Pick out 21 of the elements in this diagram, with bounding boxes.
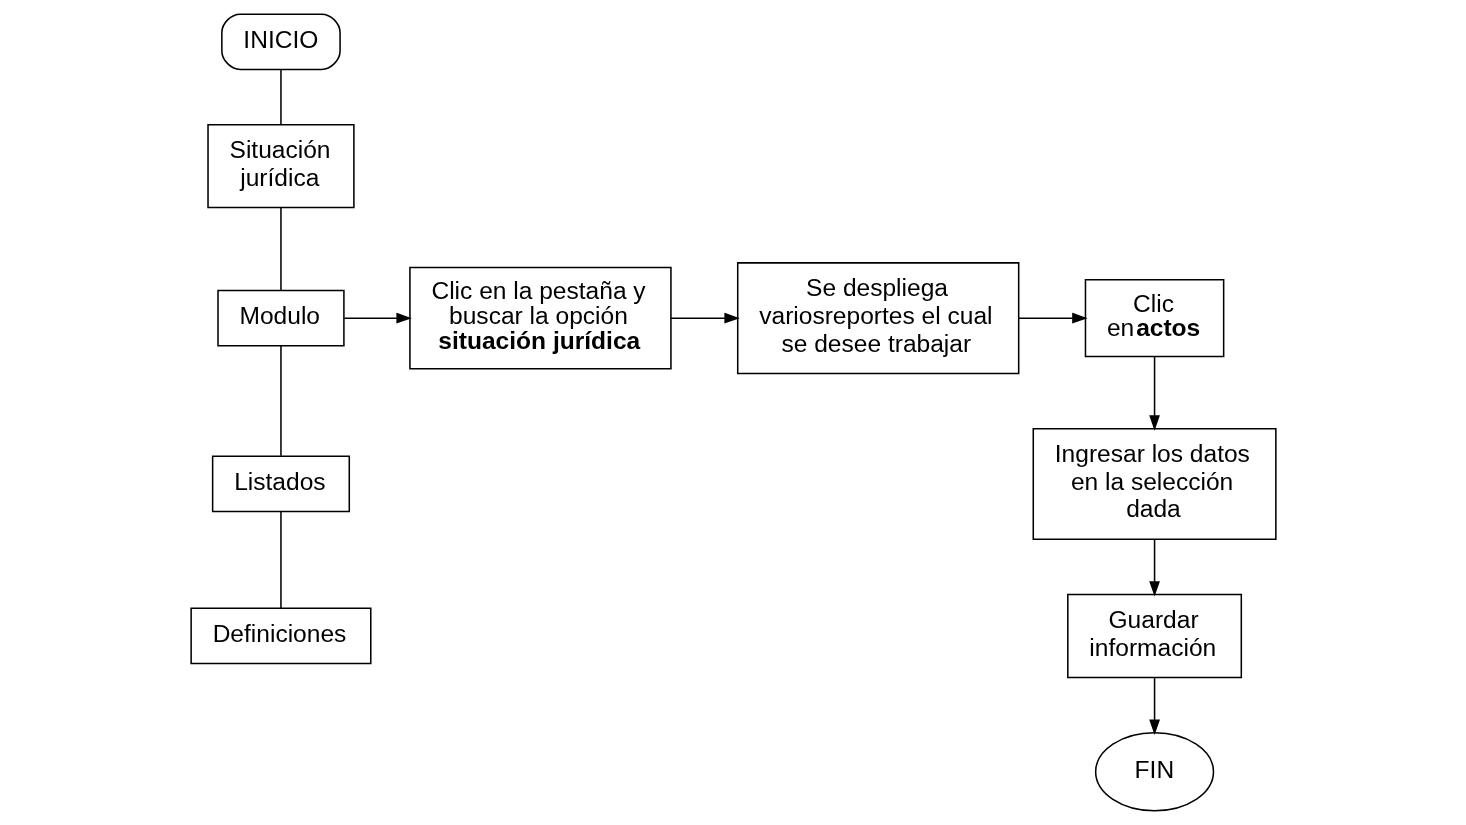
node-box: Listados [211,455,350,513]
arrow [1148,355,1160,431]
node-box: Clic enactos [1084,279,1224,358]
node-box: Definiciones [189,607,372,665]
arrow [1148,538,1160,597]
arrow [669,312,740,324]
arrow [343,312,412,324]
arrow [1148,677,1160,735]
node-ellipse: FIN [1094,732,1214,812]
connector [279,207,282,292]
connector [279,345,282,457]
node-box: INICIO [220,13,341,71]
connector [279,68,282,126]
node-box: Clic en la pestaña y buscar la opción situación jurídica [408,266,672,370]
node-box: Situación jurídica [206,123,355,209]
node-box: Guardar información [1066,593,1242,679]
arrow [1017,312,1088,324]
node-box: Se despliega variosreportes el cual se desee trabajar [736,262,1019,375]
node-box: Ingresar los datos en la selección dada [1032,427,1277,540]
node-box: Modulo [216,289,345,347]
connector [279,511,282,609]
